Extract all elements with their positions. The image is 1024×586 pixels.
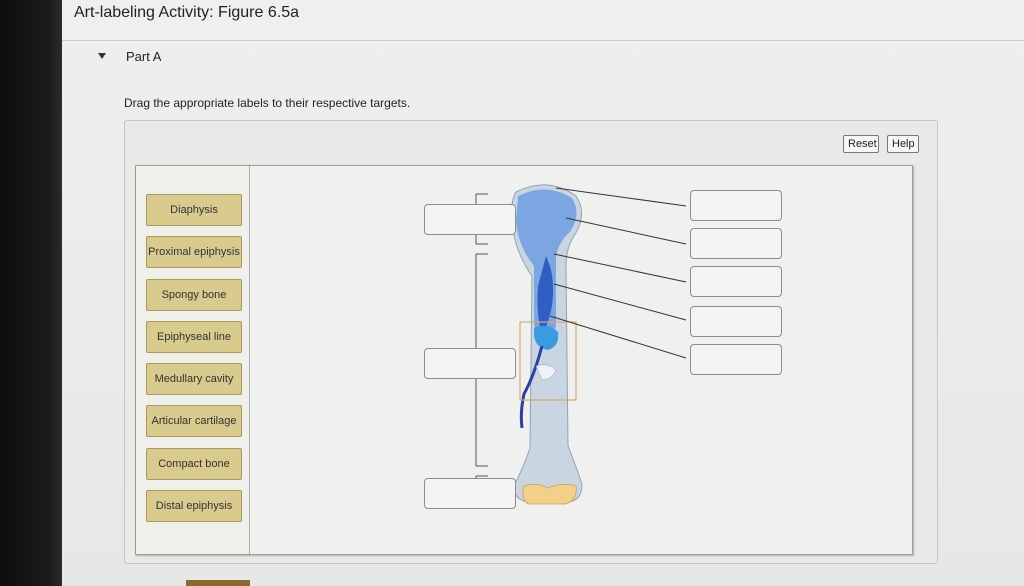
screen-bezel — [0, 0, 62, 586]
femur-illustration — [511, 184, 583, 505]
drop-target-right-1[interactable] — [690, 190, 782, 221]
drop-target-right-3[interactable] — [690, 266, 782, 297]
instructions-text: Drag the appropriate labels to their res… — [124, 96, 411, 110]
label-epiphyseal-line[interactable]: Epiphyseal line — [146, 321, 242, 353]
submit-button-edge[interactable] — [186, 580, 250, 586]
activity-container: Reset Help Diaphysis Proximal epiphysis … — [124, 120, 938, 564]
drop-target-left-2[interactable] — [424, 348, 516, 379]
label-diaphysis[interactable]: Diaphysis — [146, 194, 242, 226]
label-articular-cartilage[interactable]: Articular cartilage — [146, 405, 242, 437]
part-label: Part A — [126, 48, 162, 64]
label-distal-epiphysis[interactable]: Distal epiphysis — [146, 490, 242, 522]
label-bank: Diaphysis Proximal epiphysis Spongy bone… — [136, 166, 250, 554]
label-proximal-epiphysis[interactable]: Proximal epiphysis — [146, 236, 242, 268]
label-medullary-cavity[interactable]: Medullary cavity — [146, 363, 242, 395]
help-button[interactable]: Help — [887, 135, 919, 153]
label-compact-bone[interactable]: Compact bone — [146, 448, 242, 480]
drop-target-right-4[interactable] — [690, 306, 782, 337]
activity-page: Art-labeling Activity: Figure 6.5a Part … — [62, 0, 1024, 586]
label-spongy-bone[interactable]: Spongy bone — [146, 279, 242, 311]
bone-diagram — [456, 184, 687, 507]
caret-down-icon — [98, 53, 106, 59]
page-title: Art-labeling Activity: Figure 6.5a — [74, 4, 299, 21]
part-a-toggle[interactable]: Part A — [98, 48, 218, 64]
drop-target-right-5[interactable] — [690, 344, 782, 375]
leader-lines — [549, 187, 687, 359]
drop-target-left-3[interactable] — [424, 478, 516, 509]
reset-button[interactable]: Reset — [843, 135, 879, 153]
labeling-workspace: Diaphysis Proximal epiphysis Spongy bone… — [135, 165, 913, 555]
drop-target-right-2[interactable] — [690, 228, 782, 259]
drop-target-left-1[interactable] — [424, 204, 516, 235]
title-divider — [62, 40, 1024, 41]
